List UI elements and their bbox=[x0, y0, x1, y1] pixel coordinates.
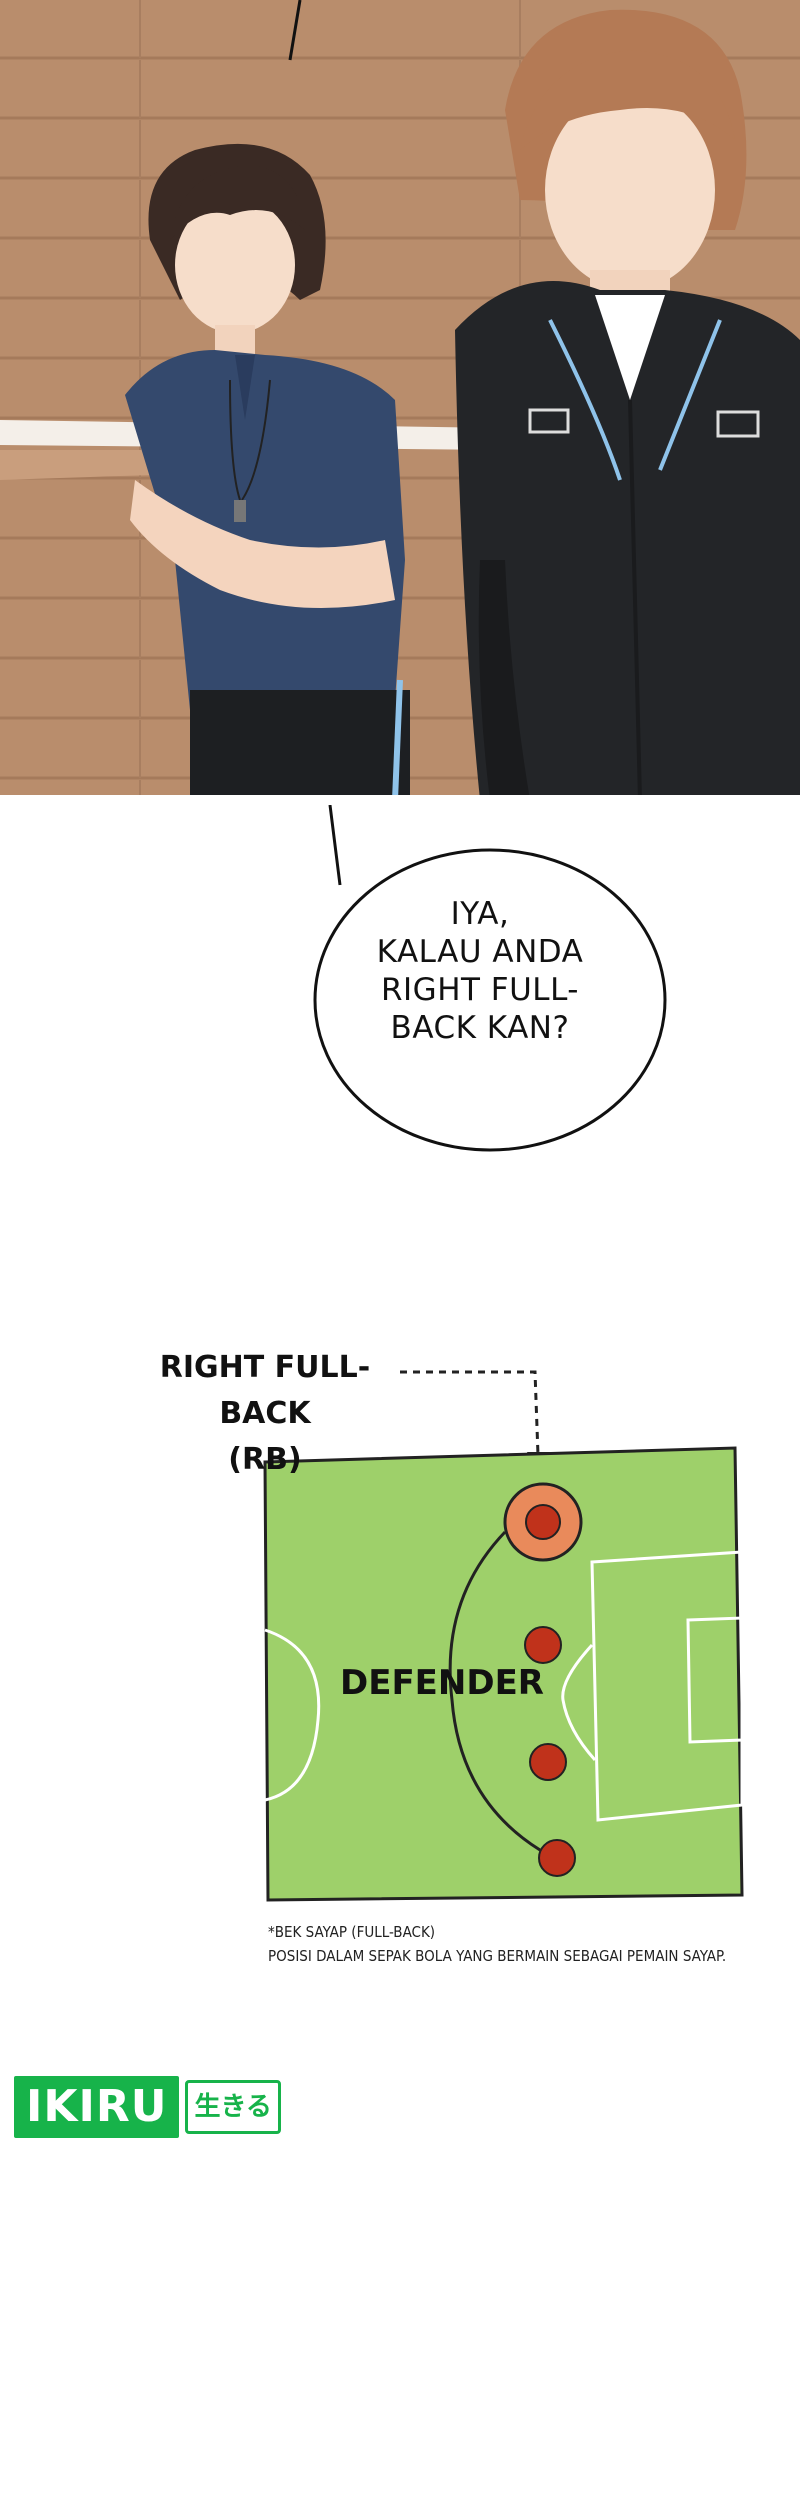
arrow-line bbox=[400, 1370, 540, 1456]
logo-main-text: IKIRU bbox=[14, 2076, 180, 2138]
speech-line: IYA, bbox=[450, 896, 510, 932]
player-marker bbox=[538, 1839, 576, 1877]
speech-bubble bbox=[310, 804, 670, 1155]
footnote-title: *BEK SAYAP (FULL-BACK) bbox=[268, 1923, 436, 1941]
speech-line: RIGHT FULL- bbox=[380, 972, 579, 1008]
comic-panel-illustration bbox=[0, 0, 800, 800]
position-diagram bbox=[0, 1300, 800, 2020]
ikiru-logo: IKIRU 生きる bbox=[14, 2072, 281, 2142]
speech-line: BACK KAN? bbox=[390, 1010, 570, 1046]
logo-sub-text: 生きる bbox=[185, 2080, 281, 2134]
goal-box bbox=[686, 1616, 744, 1744]
player-marker bbox=[524, 1626, 562, 1664]
footnote-body: POSISI DALAM SEPAK BOLA YANG BERMAIN SEB… bbox=[268, 1947, 727, 1965]
man-character bbox=[455, 9, 800, 800]
speech-bubble-text: IYA, KALAU ANDA RIGHT FULL- BACK KAN? bbox=[330, 895, 630, 1047]
speech-line: KALAU ANDA bbox=[376, 934, 584, 970]
penalty-arc bbox=[561, 1643, 597, 1762]
rb-label-line2: (RB) bbox=[228, 1442, 302, 1477]
rb-label: RIGHT FULL-BACK (RB) bbox=[130, 1345, 400, 1483]
penalty-box bbox=[590, 1550, 744, 1822]
comic-panel-art bbox=[0, 0, 800, 800]
speech-bubble-shape bbox=[313, 804, 667, 1152]
pitch-diagram bbox=[263, 1370, 744, 1902]
woman-character bbox=[125, 143, 410, 800]
defender-label: DEFENDER bbox=[340, 1663, 544, 1703]
center-circle-arc bbox=[264, 1628, 321, 1802]
defender-bracket bbox=[448, 1530, 541, 1852]
footnote: *BEK SAYAP (FULL-BACK) POSISI DALAM SEPA… bbox=[268, 1920, 768, 1968]
player-marker bbox=[525, 1504, 561, 1540]
player-marker bbox=[529, 1743, 567, 1781]
rb-label-line1: RIGHT FULL-BACK bbox=[159, 1350, 371, 1431]
